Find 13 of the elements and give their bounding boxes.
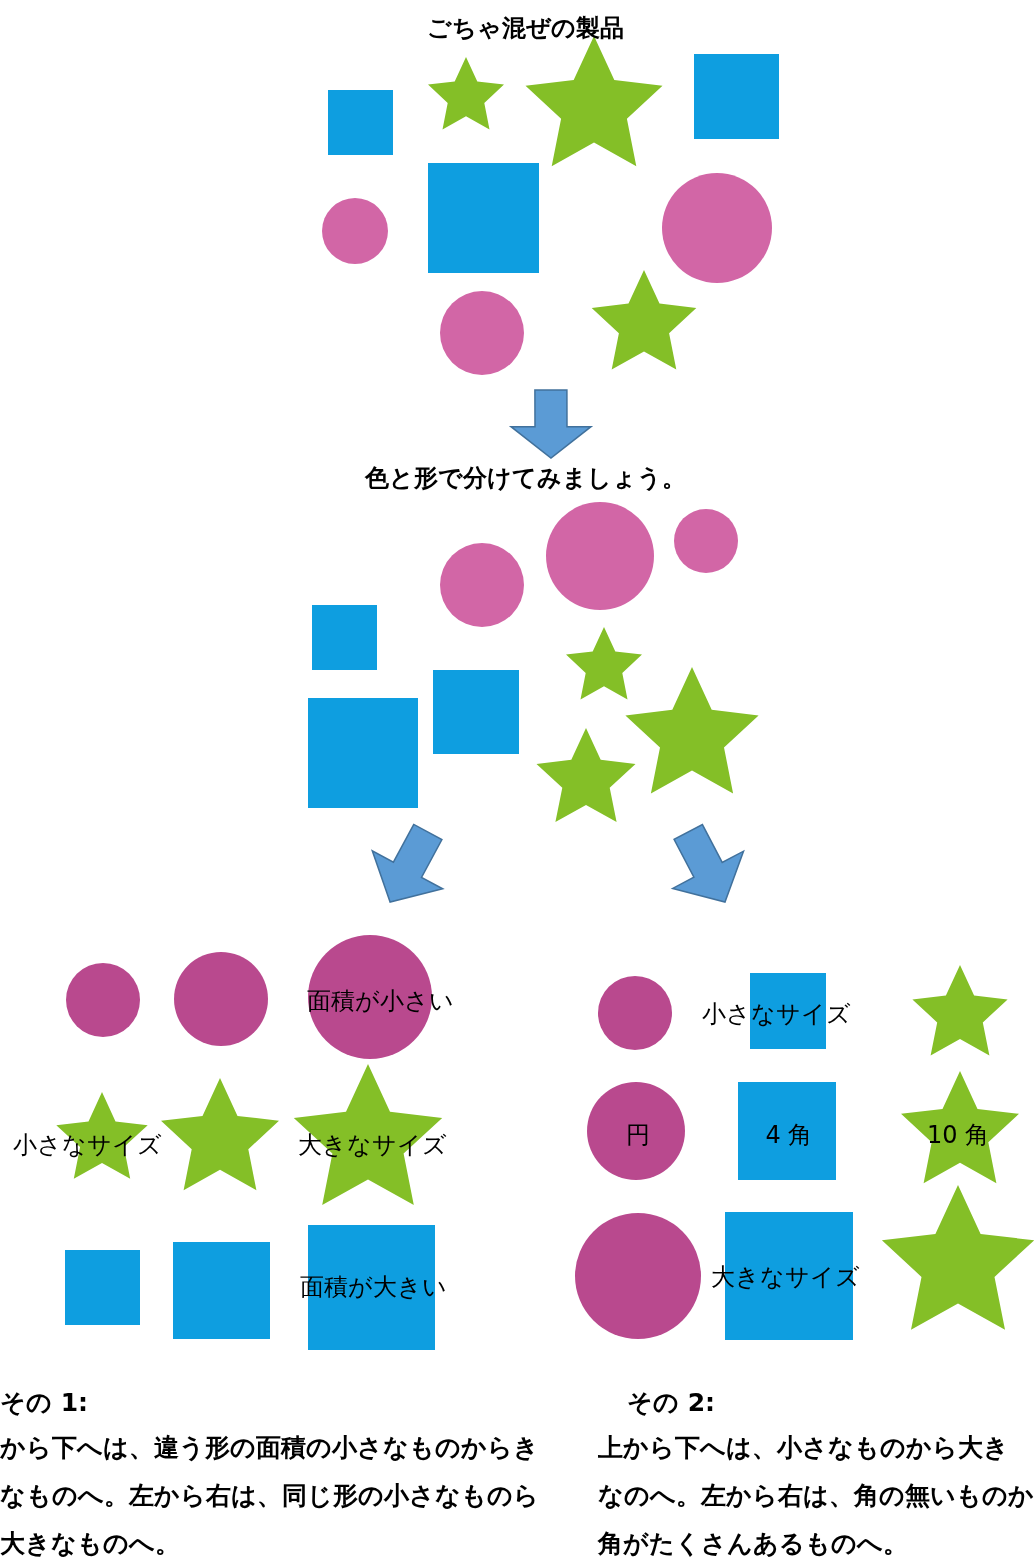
shape-label: 円 [626,1120,650,1151]
block-arrow [670,823,745,903]
heading: ごちゃ混ぜの製品 [426,13,624,44]
caption-heading: その 1: [0,1387,89,1419]
caption-text: から下へは、違う形の面積の小さなものからきなものへ。左から右は、同じ形の小さなものら大きなものへ。 [0,1432,540,1560]
block-arrow [508,389,594,459]
shape-label: 10 角 [926,1120,990,1151]
caption-text: 上から下へは、小さなものから大きなのへ。左から右は、角の無いものか角がたくさんあるものへ。 [598,1432,1034,1560]
heading: 色と形で分けてみましょう。 [364,463,686,494]
caption-heading: その 2: [627,1387,716,1419]
block-arrow [370,823,445,903]
shape-label: 小さなサイズ [701,999,851,1030]
shape-label: 4 角 [765,1120,813,1151]
